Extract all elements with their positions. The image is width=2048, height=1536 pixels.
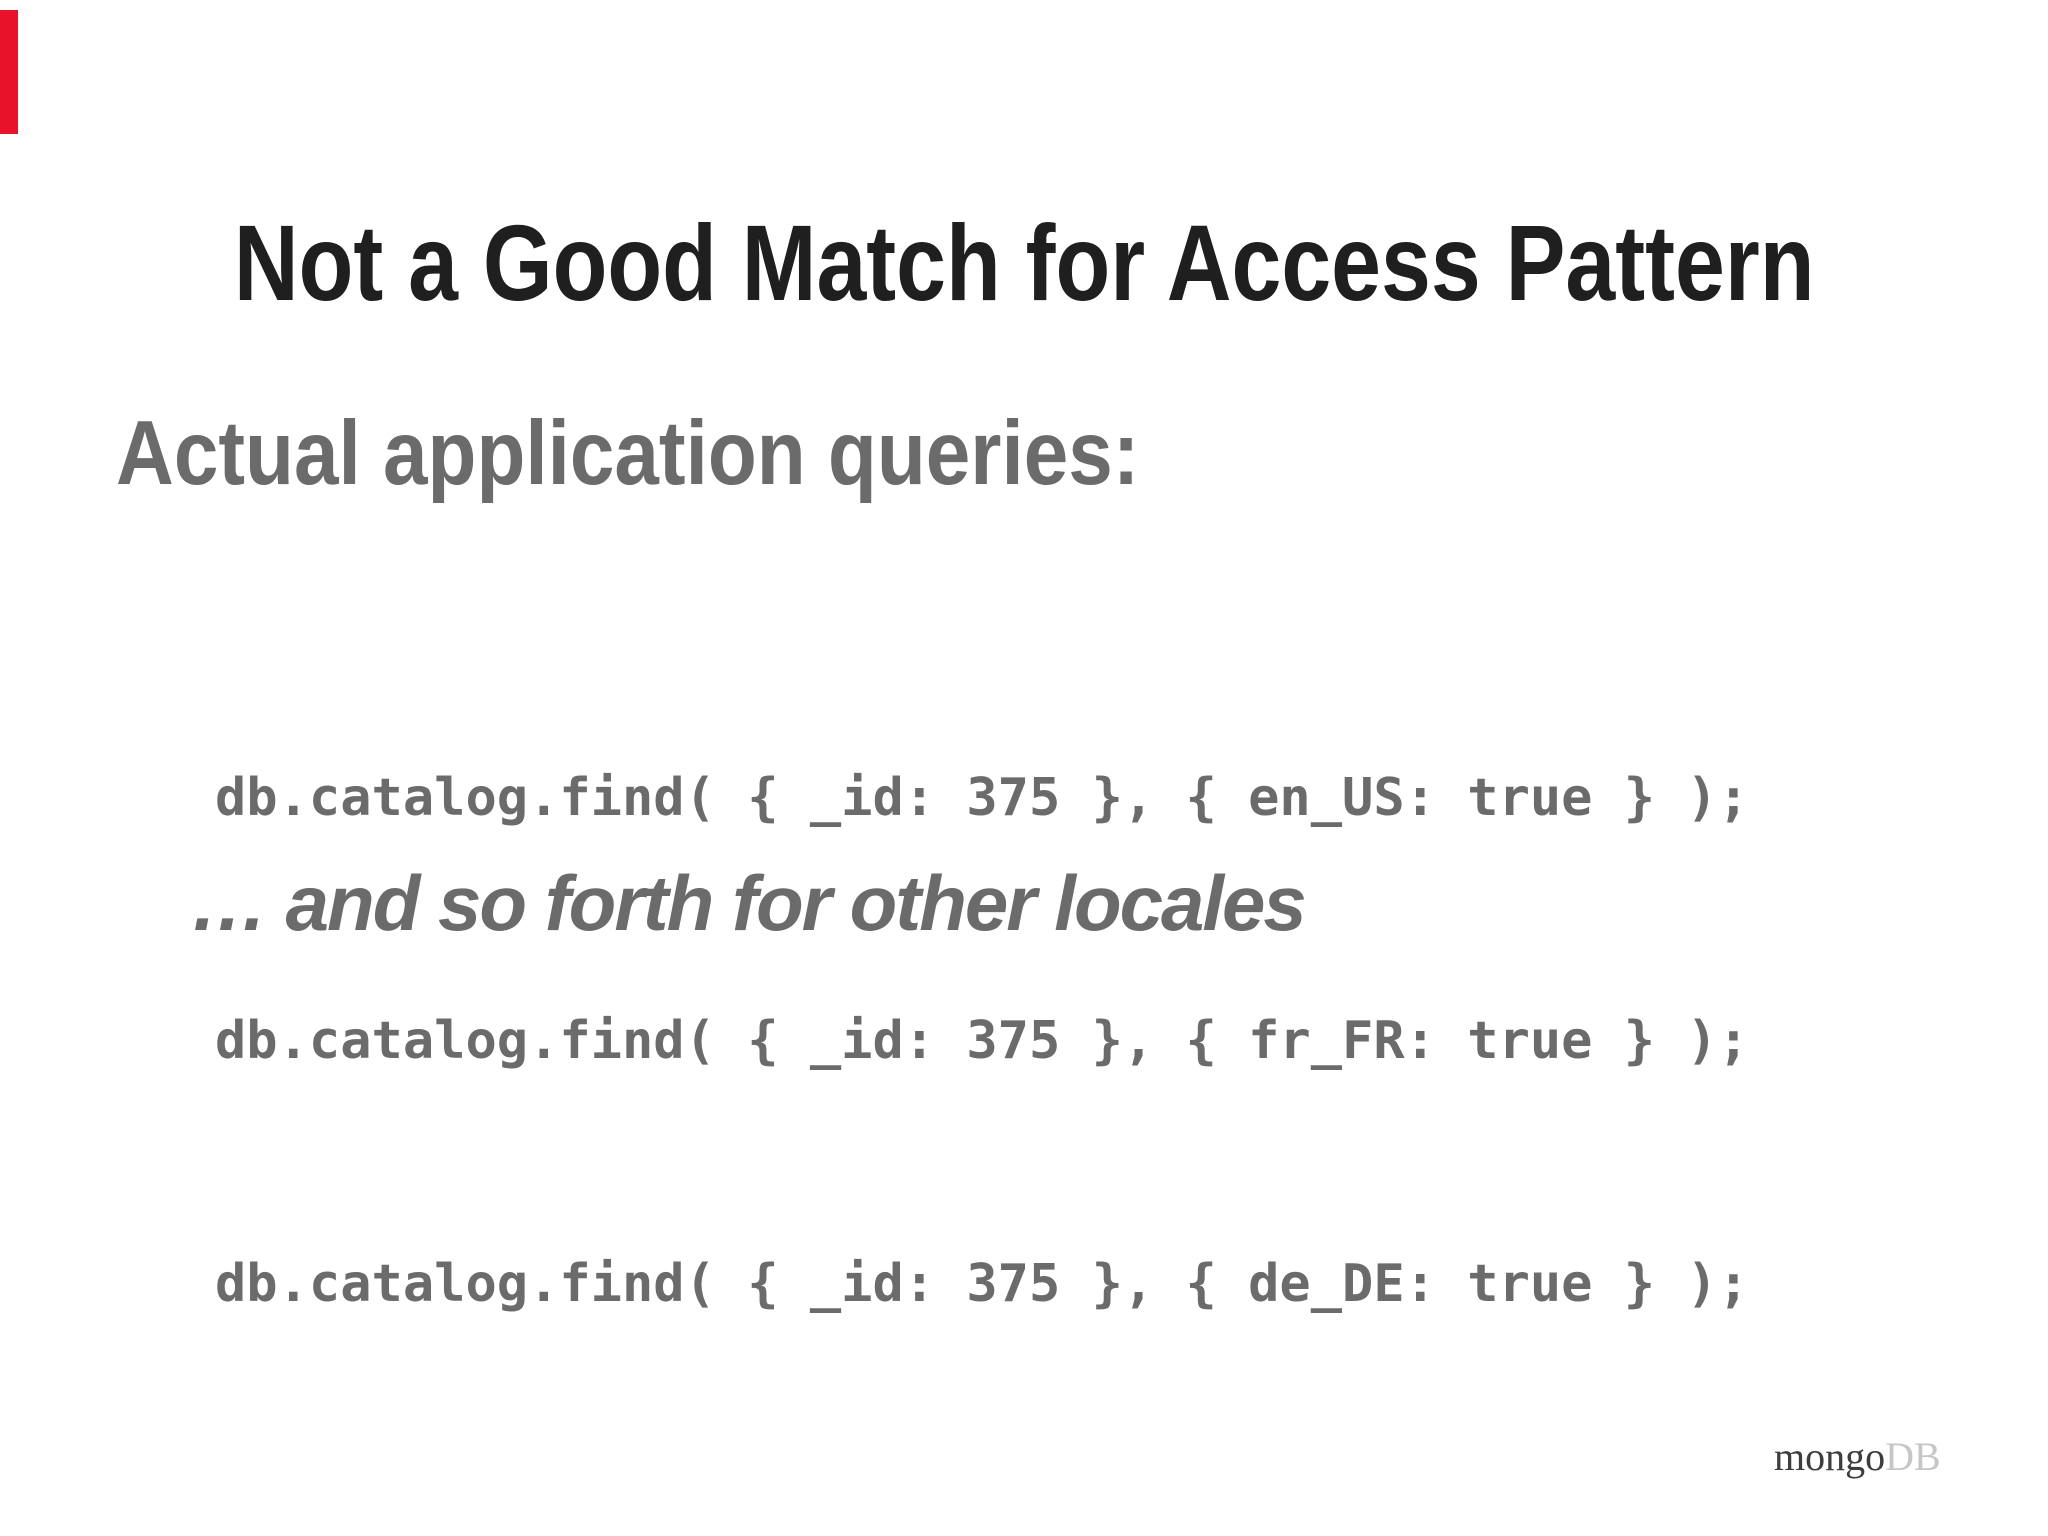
- red-strip: [0, 10, 18, 134]
- mongodb-logo-mongo: mongo: [1774, 1434, 1886, 1479]
- mongodb-logo: mongoDB: [1774, 1437, 1941, 1477]
- code-line: db.catalog.find( { _id: 375 }, { fr_FR: …: [215, 1011, 1750, 1071]
- code-line: db.catalog.find( { _id: 375 }, { de_DE: …: [215, 1254, 1750, 1314]
- section-heading: Actual application queries:: [116, 403, 1140, 504]
- mongodb-logo-db: DB: [1885, 1434, 1941, 1479]
- note-italic: … and so forth for other locales: [190, 859, 1307, 947]
- slide-title-text: Not a Good Match for Access Pattern: [233, 202, 1815, 324]
- slide-title: Not a Good Match for Access Pattern: [0, 209, 2048, 317]
- code-line: db.catalog.find( { _id: 375 }, { en_US: …: [215, 768, 1750, 828]
- code-block: db.catalog.find( { _id: 375 }, { en_US: …: [215, 596, 1749, 1487]
